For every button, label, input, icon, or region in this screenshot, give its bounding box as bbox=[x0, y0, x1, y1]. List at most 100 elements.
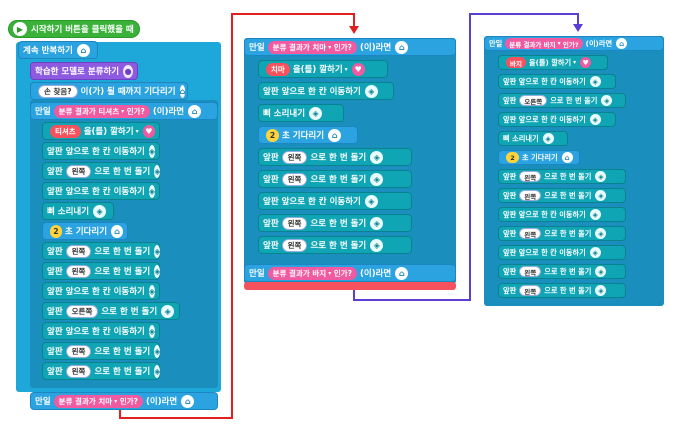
hw-icon: ◈ bbox=[93, 204, 107, 218]
result-pill[interactable]: 분류 결과가 치마▾ 인가? bbox=[53, 394, 143, 408]
seconds-pill[interactable]: 2 bbox=[506, 152, 519, 163]
if-skirt-block[interactable]: 만일 분류 결과가 치마▾ 인가? (이)라면 ⌂ bbox=[244, 38, 456, 56]
left-pill[interactable]: 왼쪽 bbox=[65, 344, 92, 358]
once-label: 으로 한 번 돌기 bbox=[544, 190, 592, 200]
result-pill[interactable]: 분류 결과가 치마▾ 인가? bbox=[267, 40, 357, 54]
hw-icon: ◈ bbox=[364, 194, 378, 208]
left-pill[interactable]: 왼쪽 bbox=[65, 364, 92, 378]
heart-icon: ♥ bbox=[351, 62, 365, 76]
if-pants-block[interactable]: 만일 분류 결과가 바지▾ 인가? (이)라면 ⌂ bbox=[484, 36, 664, 51]
heart-icon: ♥ bbox=[142, 124, 155, 138]
beep-block[interactable]: 삐 소리내기◈ bbox=[42, 202, 114, 220]
left-pill[interactable]: 왼쪽 bbox=[65, 164, 92, 178]
tshirt-pill[interactable]: 티셔츠 bbox=[50, 124, 81, 138]
beep-block[interactable]: 삐 소리내기◈ bbox=[258, 104, 344, 122]
then-label: (이)라면 bbox=[152, 107, 185, 117]
left-pill[interactable]: 왼쪽 bbox=[519, 266, 542, 277]
beep-block[interactable]: 삐 소리내기◈ bbox=[498, 131, 568, 146]
move-label: 앞판 앞으로 한 칸 이동하기 bbox=[503, 209, 586, 219]
light-block[interactable]: 치마 을(를) 깔하기▾ ♥ bbox=[258, 60, 388, 78]
caret-icon: ▾ bbox=[121, 107, 125, 115]
if-tshirt-block[interactable]: 만일 분류 결과가 티셔츠▾ 인가? (이)라면 ⌂ bbox=[30, 102, 218, 120]
repeat-forever-block[interactable]: 계속 반복하기 ⌂ bbox=[18, 41, 98, 59]
when-start-block[interactable]: ▶ 시작하기 버튼을 클릭했을 때 bbox=[8, 20, 140, 38]
skirt-pill[interactable]: 치마 bbox=[266, 62, 290, 76]
hand-found-pill[interactable]: 손 찾음? bbox=[38, 84, 78, 98]
flow-icon: ⌂ bbox=[328, 128, 342, 142]
left-pill[interactable]: 왼쪽 bbox=[65, 264, 92, 278]
arm-label: 앞판 bbox=[47, 167, 63, 177]
move-label: 앞판 앞으로 한 칸 이동하기 bbox=[503, 114, 586, 124]
arm-label: 앞판 bbox=[47, 267, 63, 277]
move-label: 앞판 앞으로 한 칸 이동하기 bbox=[263, 197, 361, 207]
wait-until-block[interactable]: 손 찾음? 이(가) 될 때까지 기다리기 ⌂ bbox=[30, 82, 188, 100]
once-label: 으로 한 번 돌기 bbox=[310, 241, 367, 251]
hw-icon: ◈ bbox=[148, 144, 156, 158]
when-start-label: 시작하기 버튼을 클릭했을 때 bbox=[31, 25, 134, 35]
move-forward-block[interactable]: 앞판 앞으로 한 칸 이동하기◈ bbox=[258, 192, 412, 210]
if-pants-block[interactable]: 만일 분류 결과가 바지▾ 인가? (이)라면 ⌂ bbox=[244, 264, 456, 282]
left-pill[interactable]: 왼쪽 bbox=[281, 216, 308, 230]
left-pill[interactable]: 왼쪽 bbox=[281, 150, 308, 164]
left-pill[interactable]: 왼쪽 bbox=[519, 190, 542, 201]
left-pill[interactable]: 왼쪽 bbox=[281, 238, 308, 252]
light-block[interactable]: 티셔츠 을(를) 깔하기▾ ♥ bbox=[42, 122, 160, 140]
q-label: 인가? bbox=[562, 40, 579, 49]
left-pill[interactable]: 왼쪽 bbox=[281, 172, 308, 186]
if-label: 만일 bbox=[489, 38, 503, 48]
classify-label: 학습한 모델로 분류하기 bbox=[35, 67, 120, 77]
hw-icon: ◈ bbox=[595, 266, 607, 277]
pants-pill[interactable]: 바지 bbox=[506, 57, 526, 68]
left-pill[interactable]: 왼쪽 bbox=[519, 285, 542, 296]
left-pill[interactable]: 왼쪽 bbox=[519, 171, 542, 182]
left-pill[interactable]: 왼쪽 bbox=[519, 228, 542, 239]
caret-icon: ▾ bbox=[114, 397, 118, 405]
red-connector-arrow bbox=[119, 13, 355, 419]
move-forward-block[interactable]: 앞판 앞으로 한 칸 이동하기◈ bbox=[42, 282, 160, 300]
if-skirt-block[interactable]: 만일 분류 결과가 치마▾ 인가? (이)라면 ⌂ bbox=[30, 392, 218, 410]
seconds-pill[interactable]: 2 bbox=[266, 128, 279, 142]
once-label: 으로 한 번 돌기 bbox=[544, 171, 592, 181]
move-forward-block[interactable]: 앞판 앞으로 한 칸 이동하기◈ bbox=[498, 207, 626, 222]
move-forward-block[interactable]: 앞판 앞으로 한 칸 이동하기◈ bbox=[498, 74, 616, 89]
light-block[interactable]: 바지 을(를) 깔하기▾ ♥ bbox=[498, 55, 608, 70]
seconds-pill[interactable]: 2 bbox=[50, 224, 62, 238]
right-pill[interactable]: 오른쪽 bbox=[65, 304, 99, 318]
result-pill[interactable]: 분류 결과가 티셔츠▾ 인가? bbox=[53, 104, 150, 118]
move-forward-block[interactable]: 앞판 앞으로 한 칸 이동하기◈ bbox=[42, 182, 160, 200]
once-label: 으로 한 번 돌기 bbox=[550, 95, 598, 105]
result-pill[interactable]: 분류 결과가 바지▾ 인가? bbox=[505, 38, 583, 49]
move-forward-block[interactable]: 앞판 앞으로 한 칸 이동하기◈ bbox=[42, 322, 160, 340]
move-forward-block[interactable]: 앞판 앞으로 한 칸 이동하기◈ bbox=[42, 142, 160, 160]
classify-block[interactable]: 학습한 모델로 분류하기 ● bbox=[30, 62, 138, 80]
once-label: 으로 한 번 돌기 bbox=[310, 219, 367, 229]
left-pill[interactable]: 왼쪽 bbox=[65, 244, 92, 258]
right-pill[interactable]: 오른쪽 bbox=[519, 95, 548, 106]
result-pill[interactable]: 분류 결과가 바지▾ 인가? bbox=[267, 266, 357, 280]
move-forward-block[interactable]: 앞판 앞으로 한 칸 이동하기◈ bbox=[498, 245, 626, 260]
move-forward-block[interactable]: 앞판 앞으로 한 칸 이동하기◈ bbox=[258, 82, 394, 100]
then-label: (이)라면 bbox=[360, 43, 392, 53]
move-forward-block[interactable]: 앞판 앞으로 한 칸 이동하기◈ bbox=[498, 112, 616, 127]
wait-sec-label: 초 기다리기 bbox=[522, 152, 558, 162]
